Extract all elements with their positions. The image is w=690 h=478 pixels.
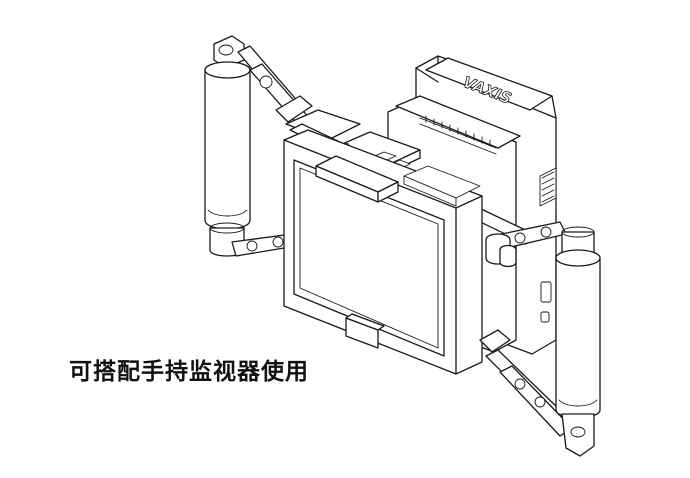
- caption-text: 可搭配手持监视器使用: [69, 359, 309, 385]
- mount-plate: [315, 155, 481, 207]
- right-hinge-bar: [485, 221, 567, 268]
- right-handle-grip: [555, 226, 601, 457]
- left-upper-arm: [237, 45, 319, 135]
- left-handle-grip: [204, 35, 251, 257]
